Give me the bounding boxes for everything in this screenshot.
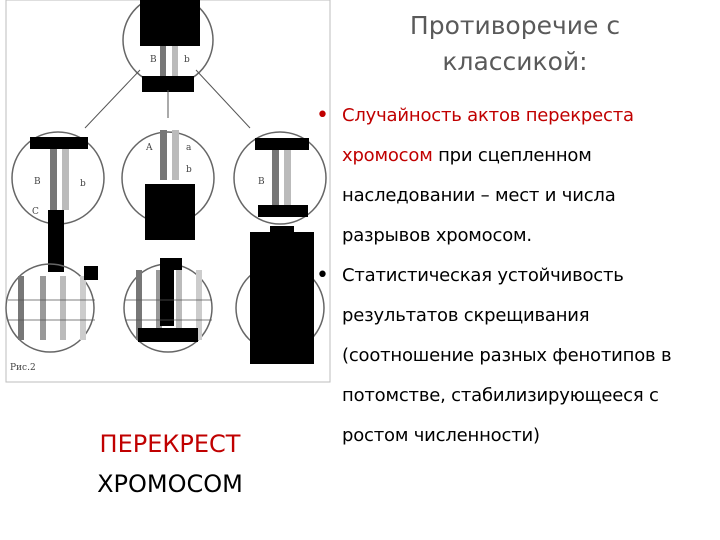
figure-caption: ПЕРЕКРЕСТ ХРОМОСОМ (60, 424, 280, 504)
chromosome (160, 130, 167, 180)
chromosome (60, 276, 66, 340)
bullet-item: • Статистическая устойчивость результато… (312, 256, 712, 456)
bullet-line-rest: при сцепленном (432, 145, 592, 166)
redaction-block (270, 226, 294, 236)
crossing-over-figure: B b B C b A a b B Рис.2 (5, 0, 331, 383)
redaction-block (30, 137, 88, 149)
arrow (84, 69, 141, 129)
bullet-line: (соотношение разных фенотипов в (342, 345, 672, 366)
chromosome (156, 270, 162, 340)
redaction-block (160, 258, 182, 270)
chromosome (172, 130, 179, 180)
gene-label: B (150, 55, 157, 65)
redaction-block (255, 138, 309, 150)
bullet-dot: • (316, 263, 329, 288)
chromosome (136, 270, 142, 340)
bullet-dot: • (316, 103, 329, 128)
chromosome (18, 276, 24, 340)
redaction-block (138, 328, 198, 342)
gene-label: b (184, 55, 190, 65)
gene-label: b (80, 179, 86, 189)
caption-line: ПЕРЕКРЕСТ (99, 430, 241, 458)
gene-label: B (34, 177, 41, 187)
bullet-list: • Случайность актов перекреста хромосом … (312, 96, 712, 456)
chromosome (62, 145, 69, 210)
redaction-block (84, 266, 98, 280)
caption-line: ХРОМОСОМ (97, 470, 243, 498)
chromosome (284, 150, 291, 205)
arrow (195, 69, 251, 129)
chromosome (196, 270, 202, 340)
bullet-line: результатов скрещивания (342, 305, 590, 326)
gene-label: a (186, 143, 192, 153)
chromosome (50, 145, 57, 210)
redaction-block (258, 205, 308, 217)
bullet-item: • Случайность актов перекреста хромосом … (312, 96, 712, 256)
gene-label: b (186, 165, 192, 175)
bullet-line: хромосом при сцепленном (342, 136, 712, 176)
slide-title-line: Противоречие с (409, 11, 621, 40)
chromosome (176, 270, 182, 340)
bullet-line: наследовании – мест и числа (342, 185, 616, 206)
gene-label: B (258, 177, 265, 187)
redaction-block (250, 232, 314, 364)
gene-label: C (32, 207, 39, 217)
bullet-line: Статистическая устойчивость (342, 265, 624, 286)
chromosome (80, 276, 86, 340)
redaction-block (160, 268, 174, 326)
chromosome (172, 46, 178, 86)
redaction-block (142, 76, 194, 92)
redaction-block (145, 184, 195, 240)
bullet-line: Случайность актов перекреста (342, 105, 634, 126)
cell-circle-middle-right (233, 131, 327, 225)
bullet-line-highlight: хромосом (342, 145, 433, 166)
bullet-line: разрывов хромосом. (342, 225, 532, 246)
slide-title-line: классикой: (442, 47, 588, 76)
redaction-block (48, 210, 64, 272)
bullet-line: потомстве, стабилизирующееся с (342, 385, 659, 406)
chromosome (40, 276, 46, 340)
cell-circle-bottom-1 (5, 263, 95, 353)
chromosome (160, 46, 166, 86)
redaction-block (140, 0, 200, 46)
gene-label: A (145, 143, 153, 153)
figure-label: Рис.2 (10, 363, 36, 373)
bullet-line: ростом численности) (342, 425, 540, 446)
slide-title: Противоречие с классикой: (380, 8, 650, 80)
chromosome (272, 150, 279, 205)
